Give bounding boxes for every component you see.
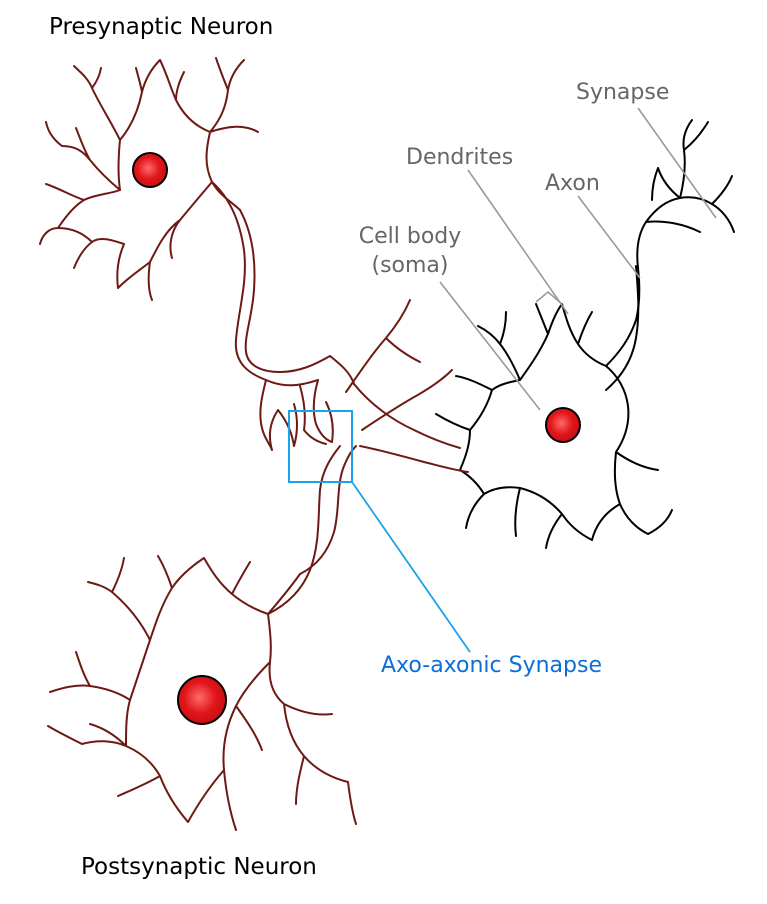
axon-leader bbox=[577, 195, 641, 279]
reference-neuron bbox=[435, 119, 735, 549]
synapse-label: Synapse bbox=[576, 80, 670, 105]
axon-label: Axon bbox=[545, 171, 600, 196]
presynaptic-terminals bbox=[259, 355, 355, 451]
postsynaptic-neuron-label: Postsynaptic Neuron bbox=[81, 854, 317, 880]
dendrites-label: Dendrites bbox=[406, 145, 514, 170]
presynaptic-nucleus bbox=[132, 152, 168, 188]
reference-nucleus bbox=[545, 407, 581, 443]
cell-body-label: Cell body (soma) bbox=[350, 226, 470, 277]
presynaptic-neuron bbox=[39, 57, 355, 451]
postsynaptic-axon bbox=[267, 445, 357, 615]
presynaptic-soma-outline bbox=[39, 57, 259, 301]
axo-axonic-highlight-box bbox=[288, 410, 353, 483]
axo-axonic-connection bbox=[345, 299, 469, 473]
postsynaptic-nucleus bbox=[177, 675, 227, 725]
leader-lines bbox=[439, 107, 717, 411]
presynaptic-axon bbox=[211, 181, 331, 387]
synapse-leader bbox=[637, 107, 717, 219]
presynaptic-neuron-label: Presynaptic Neuron bbox=[49, 14, 274, 40]
axo-axonic-pointer bbox=[351, 481, 471, 653]
cell-body-leader bbox=[439, 281, 541, 411]
dendrites-leader bbox=[467, 169, 569, 315]
dendrites-leader-bracket bbox=[535, 290, 563, 305]
cell-body-label-line1: Cell body bbox=[358, 224, 462, 249]
cell-body-label-line2: (soma) bbox=[371, 253, 449, 278]
axo-axonic-synapse-label: Axo-axonic Synapse bbox=[381, 653, 602, 678]
postsynaptic-neuron bbox=[47, 445, 357, 831]
reference-axon-terminals bbox=[605, 119, 735, 391]
postsynaptic-soma-outline bbox=[47, 555, 357, 831]
reference-soma-outline bbox=[435, 196, 713, 549]
